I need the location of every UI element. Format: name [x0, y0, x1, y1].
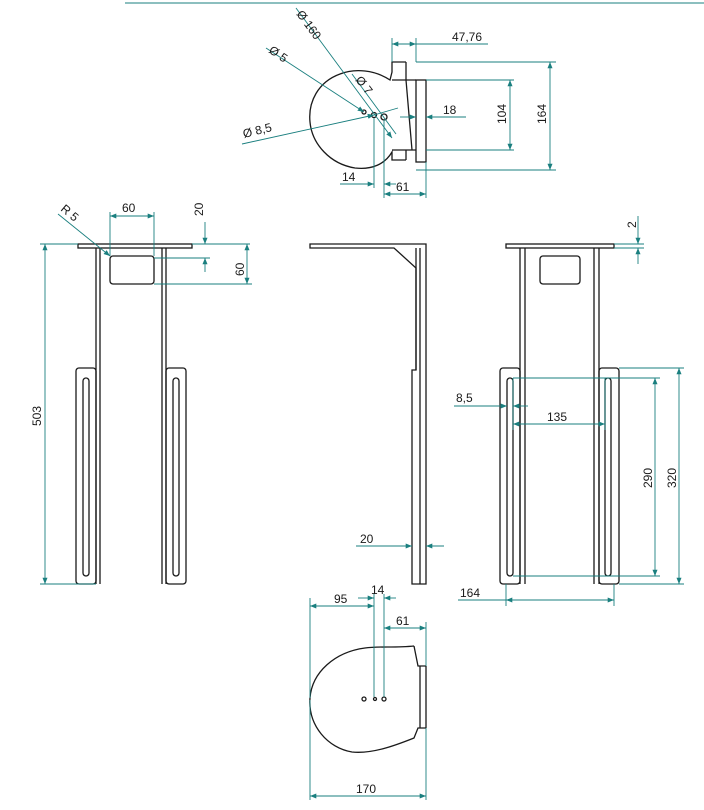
dim-47-76: 47,76: [452, 30, 482, 44]
right-left-flange: [499, 367, 521, 585]
dim-164-right: 164: [460, 586, 480, 600]
dim-dia-160: Ø 160: [294, 8, 325, 43]
dim-dia-8-5: Ø 8,5: [241, 120, 273, 141]
dim-8-5: 8,5: [456, 391, 473, 405]
dim-2: 2: [625, 221, 639, 228]
dim-503: 503: [30, 406, 44, 426]
right-view: 2 8,5 135 290 320 164: [454, 216, 684, 606]
dim-14-top: 14: [342, 170, 356, 184]
front-window: [109, 255, 155, 285]
side-profile: [309, 243, 427, 585]
right-window: [539, 255, 581, 285]
bottom-view: 95 14 61 170: [309, 583, 427, 800]
front-right-flange: [165, 367, 187, 585]
dim-104: 104: [495, 104, 509, 124]
dim-170: 170: [356, 782, 376, 796]
dim-290: 290: [641, 468, 655, 488]
front-view: R 5 60 20 60 503: [30, 201, 252, 585]
bottom-hole-2: [372, 696, 378, 702]
right-right-flange: [598, 367, 620, 585]
dim-164-top: 164: [535, 104, 549, 124]
dim-95: 95: [334, 592, 348, 606]
dim-20-front: 20: [192, 202, 206, 216]
front-left-flange: [75, 367, 97, 585]
bottom-hole-3: [381, 696, 387, 702]
bottom-outline: [309, 645, 426, 753]
dim-20-side: 20: [360, 532, 374, 546]
side-view: 20: [309, 243, 444, 585]
dim-60-top: 60: [122, 201, 136, 215]
top-view-outline: [309, 61, 406, 170]
dim-61-bottom: 61: [396, 614, 410, 628]
top-view: Ø 160 Ø 5 Ø 7 Ø 8,5 47,76 164 104 18 14 …: [241, 8, 556, 198]
hole-small: [361, 109, 367, 115]
dim-60-side: 60: [233, 262, 247, 276]
dim-dia-7: Ø 7: [353, 73, 376, 97]
dim-14-bottom: 14: [371, 583, 385, 597]
dim-61-top: 61: [396, 180, 410, 194]
dim-135: 135: [547, 410, 567, 424]
dim-18: 18: [443, 103, 457, 117]
bottom-hole-1: [361, 696, 367, 702]
dim-320: 320: [665, 468, 679, 488]
dim-r-5: R 5: [58, 202, 82, 225]
